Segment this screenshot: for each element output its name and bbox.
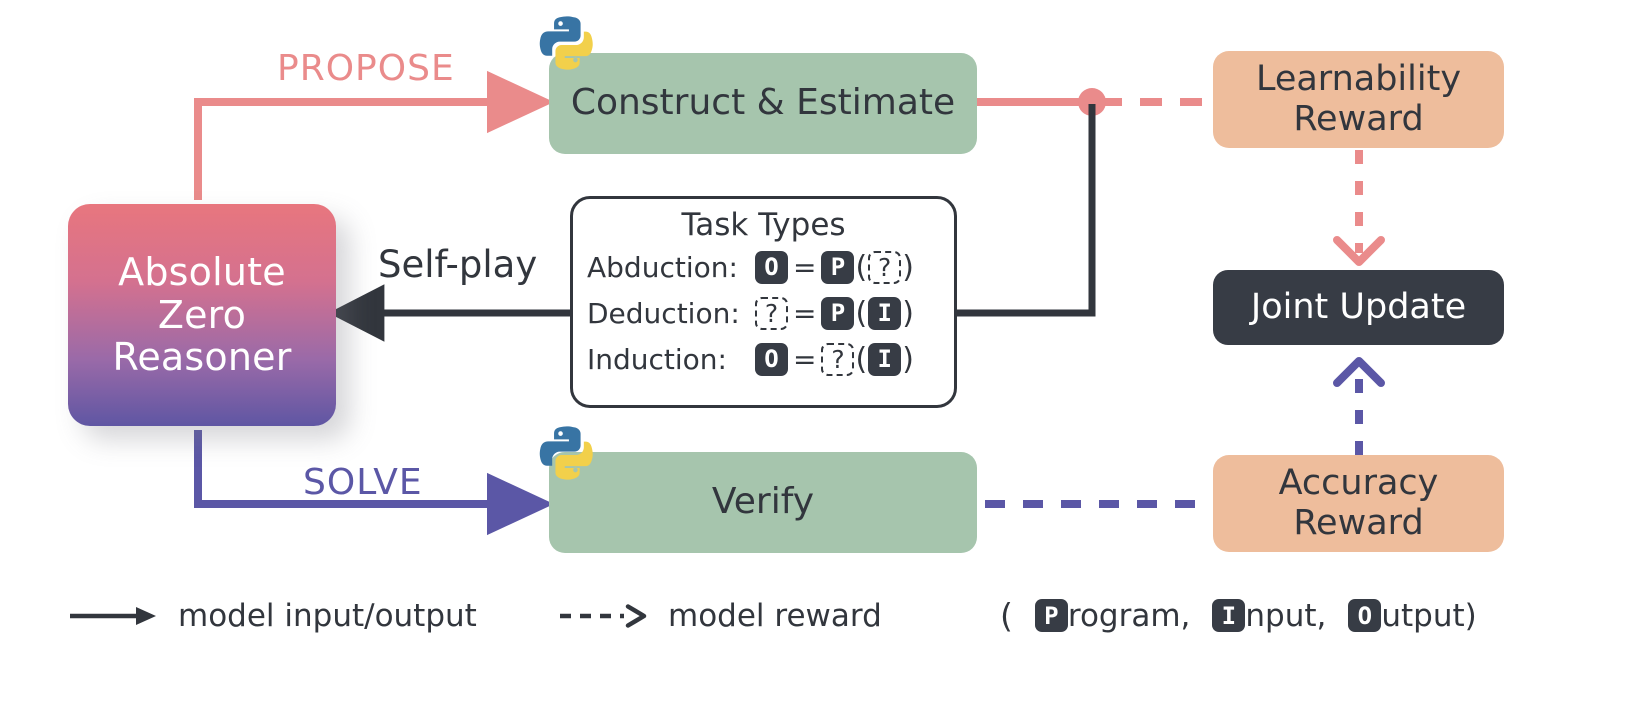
dashed-arrow-icon bbox=[560, 604, 647, 628]
paren-close: ) bbox=[902, 249, 914, 285]
badge-input-term: I bbox=[868, 296, 902, 330]
node-learnability-reward[interactable]: Learnability Reward bbox=[1213, 51, 1504, 148]
badge-output: O bbox=[1348, 599, 1382, 632]
legend-program-rest: rogram, bbox=[1067, 597, 1191, 634]
badge-output-term: ? bbox=[755, 296, 788, 330]
equals-sign: = bbox=[793, 250, 817, 284]
badge-program: P bbox=[1034, 599, 1068, 632]
legend-paren-open: ( bbox=[1000, 596, 1013, 635]
paren-open: ( bbox=[855, 295, 868, 331]
azr-line-1: Absolute bbox=[118, 250, 286, 295]
node-absolute-zero-reasoner[interactable]: Absolute Zero Reasoner bbox=[68, 204, 336, 426]
learnability-line-1: Learnability bbox=[1255, 59, 1462, 100]
accuracy-line-2: Reward bbox=[1293, 502, 1424, 543]
task-types-title: Task Types bbox=[681, 207, 846, 243]
badge-program-term: P bbox=[821, 296, 855, 330]
badge-output-term: O bbox=[755, 342, 788, 376]
task-type-name: Induction: bbox=[587, 342, 727, 376]
task-type-expression: O=P(?) bbox=[755, 250, 915, 285]
legend-item-program-input-output: ( P rogram, I nput, O utput) bbox=[1000, 596, 1477, 635]
task-types-card: Task Types Abduction:O=P(?)Deduction:?=P… bbox=[570, 196, 957, 408]
verify-label: Verify bbox=[711, 481, 815, 523]
legend-label-model-io: model input/output bbox=[178, 598, 477, 634]
joint-update-label: Joint Update bbox=[1250, 286, 1467, 327]
paren-close: ) bbox=[902, 341, 914, 377]
badge-input: I bbox=[1212, 599, 1246, 632]
badge-program-term: ? bbox=[821, 342, 855, 376]
task-types-rows: Abduction:O=P(?)Deduction:?=P(I)Inductio… bbox=[573, 245, 954, 381]
edge-label-solve: SOLVE bbox=[303, 462, 423, 503]
legend-item-model-io: model input/output bbox=[68, 598, 477, 634]
legend-output-rest: utput) bbox=[1381, 597, 1477, 634]
legend-input-rest: nput, bbox=[1245, 597, 1327, 634]
task-type-name: Abduction: bbox=[587, 250, 738, 284]
legend: model input/output model reward ( P rogr… bbox=[0, 592, 1650, 662]
arrowhead-accuracy-up-icon bbox=[1333, 357, 1385, 387]
paren-close: ) bbox=[902, 295, 914, 331]
task-type-name: Deduction: bbox=[587, 296, 740, 330]
edge-feedback-to-tasktypes bbox=[957, 104, 1096, 317]
node-construct-and-estimate[interactable]: Construct & Estimate bbox=[549, 53, 977, 154]
equals-sign: = bbox=[793, 296, 817, 330]
badge-program-term: P bbox=[821, 250, 855, 284]
node-accuracy-reward[interactable]: Accuracy Reward bbox=[1213, 455, 1504, 552]
solid-arrow-icon bbox=[70, 607, 156, 625]
task-type-expression: O=?(I) bbox=[755, 342, 915, 377]
paren-open: ( bbox=[855, 341, 868, 377]
python-logo-icon bbox=[539, 426, 593, 480]
node-verify[interactable]: Verify bbox=[549, 452, 977, 553]
paren-open: ( bbox=[855, 249, 868, 285]
edge-propose bbox=[194, 70, 554, 200]
azr-line-2: Zero bbox=[157, 292, 247, 337]
node-joint-update[interactable]: Joint Update bbox=[1213, 270, 1504, 345]
edge-label-self-play: Self-play bbox=[378, 243, 538, 286]
accuracy-line-1: Accuracy bbox=[1278, 463, 1439, 504]
task-type-row: Induction: O=?(I) bbox=[587, 337, 954, 381]
junction-dot-icon bbox=[1078, 88, 1106, 116]
construct-label: Construct & Estimate bbox=[570, 82, 956, 124]
edge-solve bbox=[194, 430, 554, 536]
legend-label-model-reward: model reward bbox=[668, 598, 882, 634]
legend-item-model-reward: model reward bbox=[558, 598, 882, 634]
arrowhead-learnability-down-icon bbox=[1333, 236, 1385, 266]
python-logo-icon bbox=[539, 16, 593, 70]
badge-input-term: ? bbox=[868, 250, 902, 284]
badge-output-term: O bbox=[755, 250, 788, 284]
equals-sign: = bbox=[793, 342, 817, 376]
edge-label-propose: PROPOSE bbox=[277, 48, 455, 89]
task-type-expression: ?=P(I) bbox=[755, 296, 915, 331]
badge-input-term: I bbox=[868, 342, 902, 376]
task-type-row: Deduction:?=P(I) bbox=[587, 291, 954, 335]
learnability-line-2: Reward bbox=[1293, 98, 1424, 139]
task-type-row: Abduction: O=P(?) bbox=[587, 245, 954, 289]
azr-line-3: Reasoner bbox=[112, 335, 292, 380]
